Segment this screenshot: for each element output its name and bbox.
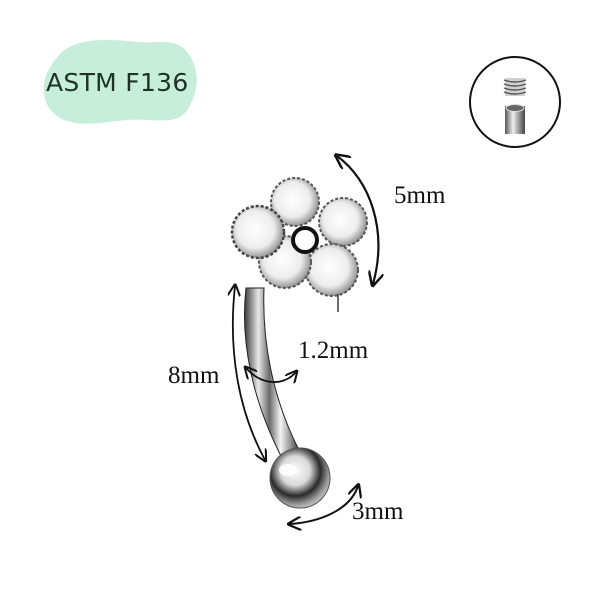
dimension-arrow-1-2mm xyxy=(246,368,296,382)
bar-length-label: 8mm xyxy=(168,362,220,389)
ball-diameter-label: 3mm xyxy=(352,498,404,525)
bar-gauge-label: 1.2mm xyxy=(298,337,369,364)
dimension-arrow-8mm xyxy=(233,286,265,460)
dimension-arrow-5mm xyxy=(337,156,378,284)
badge-blob xyxy=(43,40,197,124)
barbell-ball xyxy=(269,447,331,509)
dimension-arrow-3mm xyxy=(290,486,358,524)
flower-diameter-label: 5mm xyxy=(394,182,446,209)
material-badge: ASTM F136 xyxy=(46,68,189,97)
internal-thread-icon xyxy=(469,56,561,148)
